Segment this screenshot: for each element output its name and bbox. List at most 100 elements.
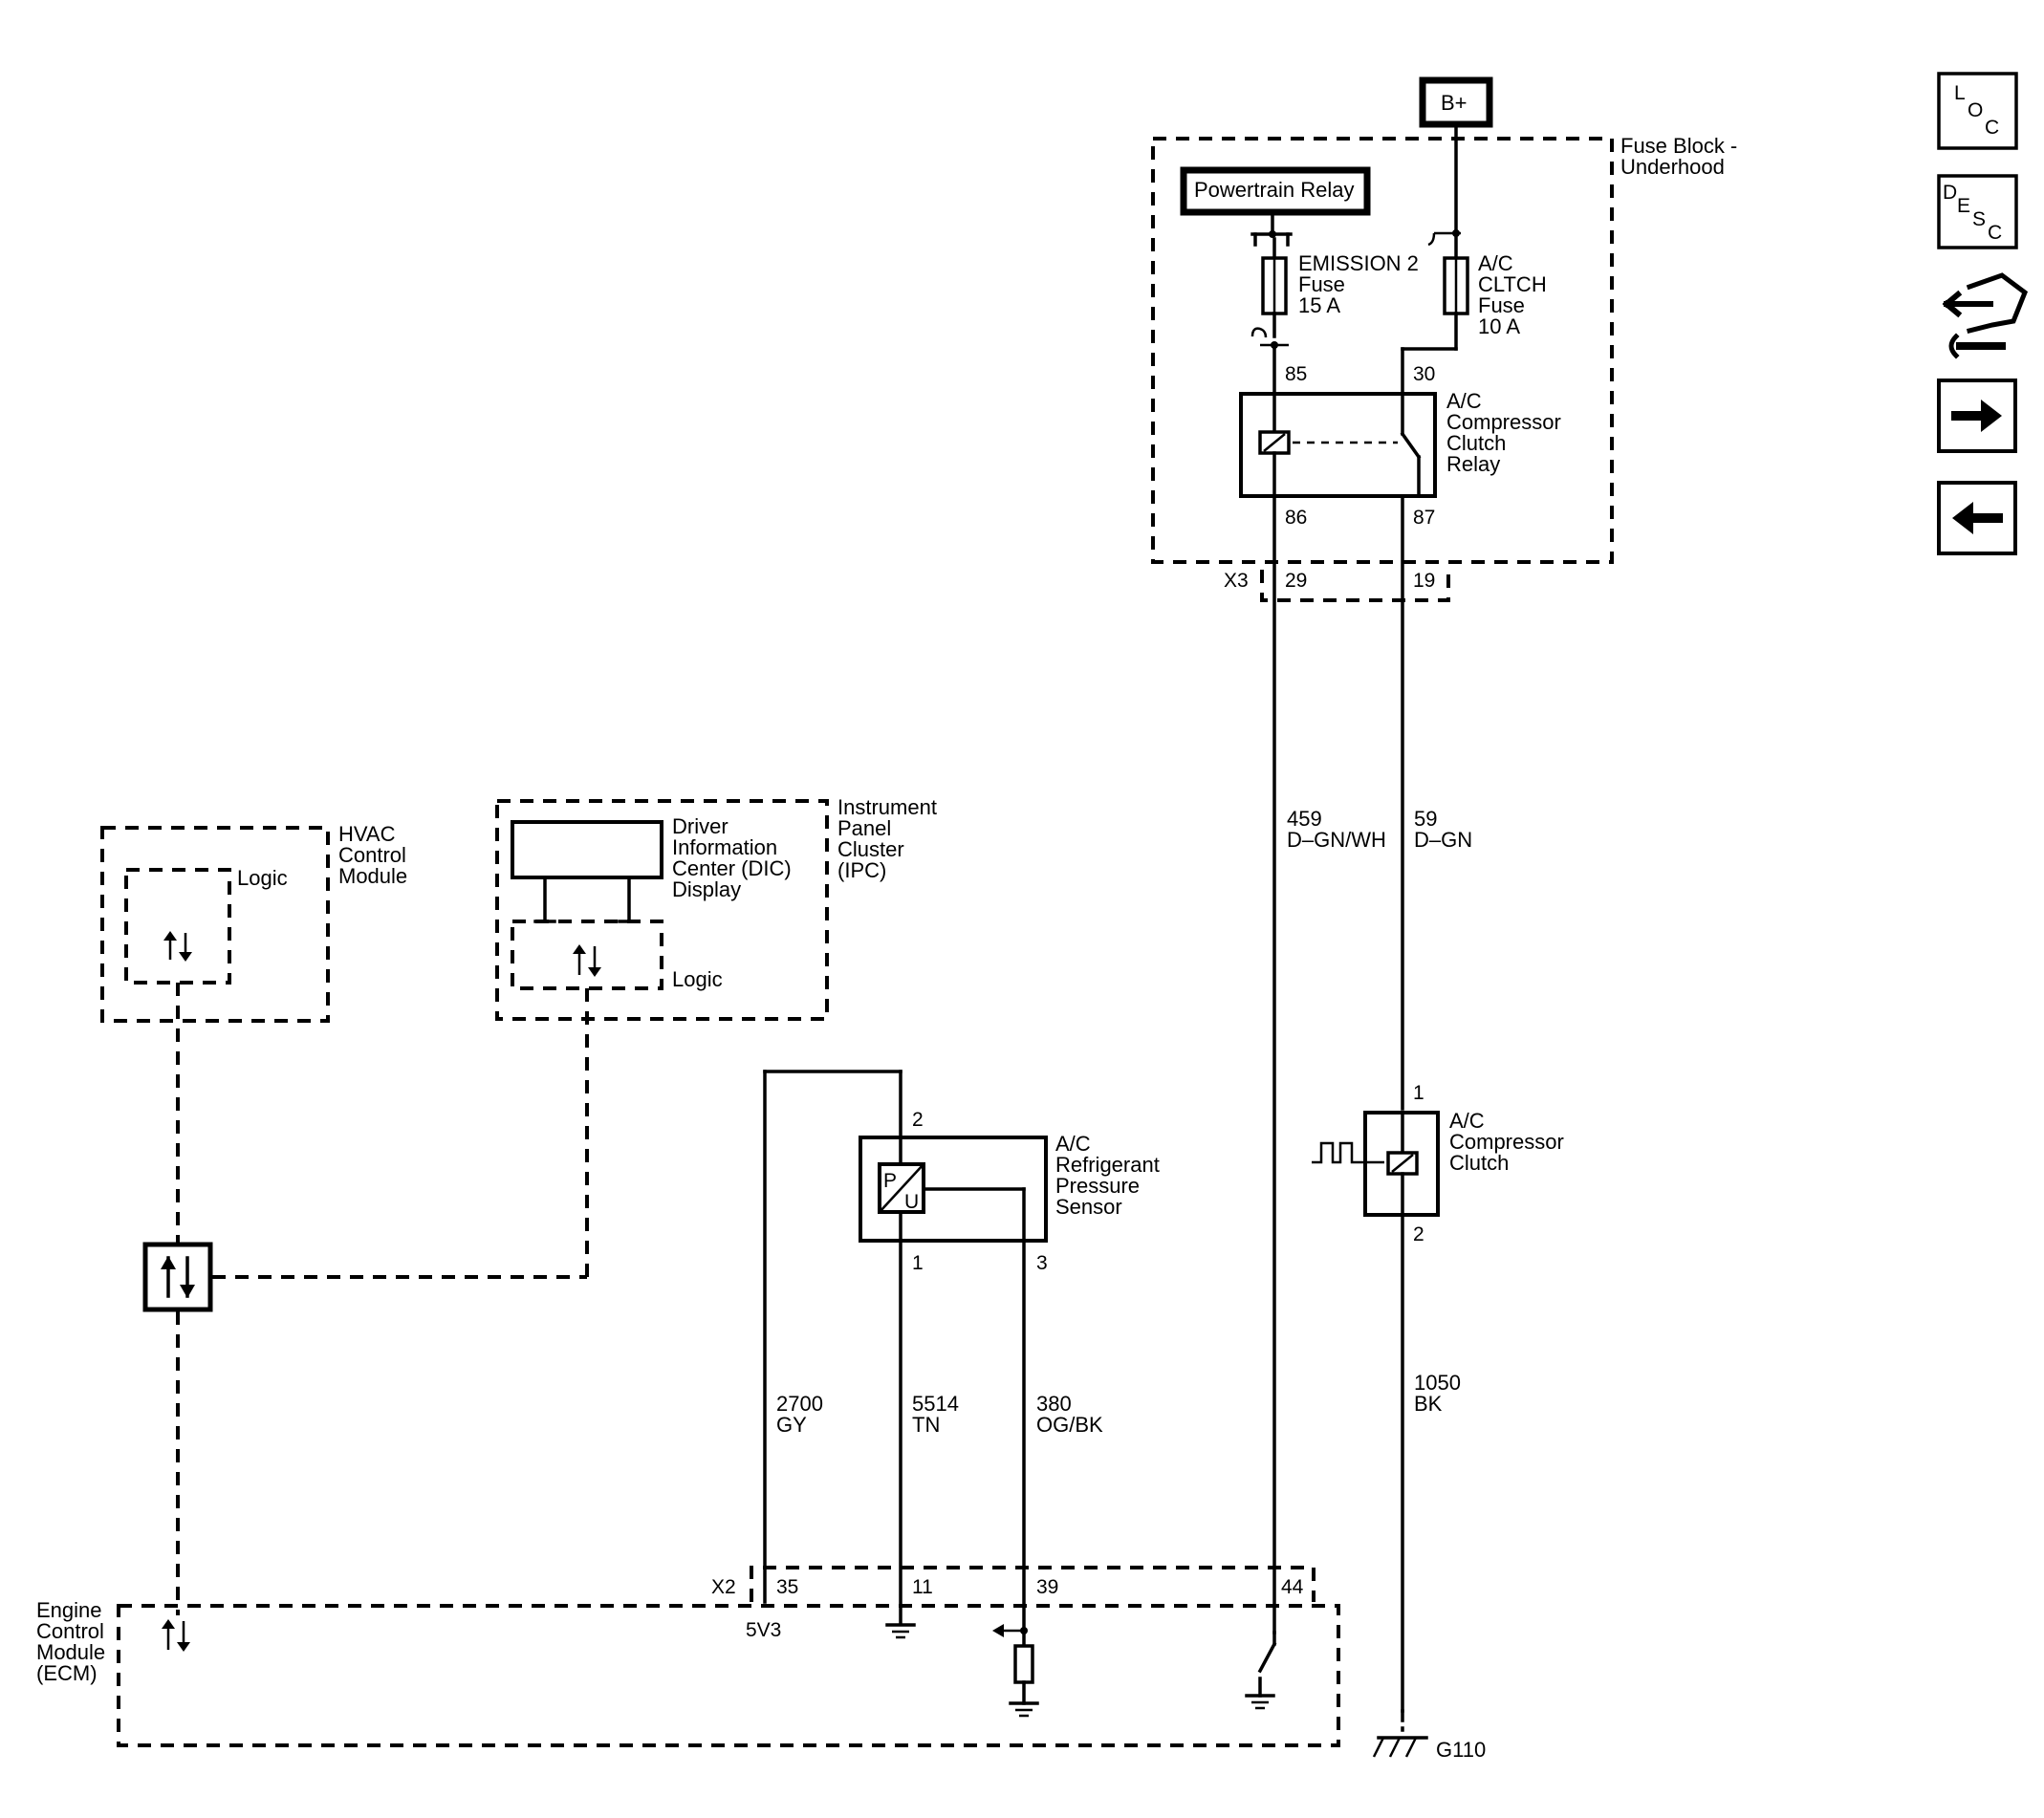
ac-compressor-clutch: 1 2 A/C Compressor Clutch [1312,1082,1564,1245]
svg-text:1: 1 [1413,1082,1424,1104]
wire-459: 459 D–GN/WH [1272,494,1386,1634]
wire-2700: 2700 GY [763,1070,823,1604]
svg-text:BK: BK [1414,1392,1443,1416]
next-page-button[interactable] [1937,379,2017,453]
svg-text:Module: Module [338,864,407,888]
loc-letter-l: L [1954,82,1966,104]
connector-end-view-icon[interactable] [1942,272,2029,359]
ecm-ground-pin-11 [885,1623,916,1639]
svg-text:35: 35 [776,1576,798,1598]
ac-compressor-clutch-relay: 85 30 86 87 A/C Compressor Clutch Relay [1239,343,1561,529]
svg-text:Center (DIC): Center (DIC) [672,856,792,880]
hvac-control-module: Logic HVAC Control Module [100,822,407,1023]
emission-2-fuse: EMISSION 2 Fuse 15 A [1250,237,1419,349]
svg-text:D–GN: D–GN [1414,828,1472,852]
svg-text:U: U [904,1191,919,1213]
wire-59: 59 D–GN [1401,494,1472,1111]
desc-letter-d: D [1943,182,1957,204]
instrument-panel-cluster: Instrument Panel Cluster (IPC) Driver In… [495,795,937,1021]
ecm-pin-44-driver [1245,1631,1277,1710]
svg-text:11: 11 [912,1576,933,1598]
fuse-block-underhood: Fuse Block - Underhood [1151,134,1737,564]
svg-text:Control: Control [36,1619,104,1643]
svg-text:5V3: 5V3 [746,1619,781,1641]
svg-text:3: 3 [1036,1252,1048,1274]
previous-arrow-icon [1952,502,2003,534]
previous-page-button[interactable] [1937,481,2017,555]
svg-text:Powertrain Relay: Powertrain Relay [1194,178,1355,202]
svg-text:A/C: A/C [1478,251,1513,275]
svg-text:Logic: Logic [237,866,288,890]
loc-letter-o: O [1968,99,1983,121]
svg-text:5514: 5514 [912,1392,959,1416]
svg-text:Engine: Engine [36,1598,102,1622]
svg-text:59: 59 [1414,807,1437,831]
ac-refrigerant-pressure-sensor: 2 P U 1 3 A/C Refrigerant Pressure Senso… [763,1070,1160,1274]
svg-text:Fuse: Fuse [1298,272,1345,296]
svg-text:GY: GY [776,1413,807,1437]
svg-text:D–GN/WH: D–GN/WH [1287,828,1386,852]
description-button[interactable]: D E S C [1937,174,2018,249]
svg-text:Refrigerant: Refrigerant [1055,1153,1160,1177]
svg-text:Information: Information [672,835,777,859]
engine-control-module: X2 35 11 39 44 5V3 Engine Control Module… [36,1566,1340,1747]
loc-letter-c: C [1985,117,1999,139]
svg-text:Pressure: Pressure [1055,1174,1140,1198]
svg-text:Instrument: Instrument [837,795,937,819]
svg-text:39: 39 [1036,1576,1058,1598]
svg-text:B+: B+ [1441,91,1468,115]
svg-text:86: 86 [1285,507,1307,529]
svg-text:P: P [883,1170,897,1192]
svg-text:Sensor: Sensor [1055,1195,1122,1219]
svg-text:Module: Module [36,1640,105,1664]
fuse-block-label-1: Fuse Block - [1620,134,1737,158]
svg-text:Fuse: Fuse [1478,293,1525,317]
svg-text:2700: 2700 [776,1392,823,1416]
svg-text:Relay: Relay [1446,452,1500,476]
location-button[interactable]: L O C [1937,72,2018,150]
svg-text:OG/BK: OG/BK [1036,1413,1103,1437]
svg-text:Display: Display [672,877,741,901]
svg-text:Driver: Driver [672,814,728,838]
desc-letter-c: C [1988,222,2002,244]
ac-clutch-fuse: A/C CLTCH Fuse 10 A [1401,229,1547,396]
x3-connector: X3 29 19 [1224,570,1450,602]
svg-text:2: 2 [912,1109,924,1131]
svg-text:X2: X2 [711,1576,736,1598]
svg-text:(ECM): (ECM) [36,1661,98,1685]
svg-text:G110: G110 [1436,1738,1486,1762]
svg-text:A/C: A/C [1055,1132,1091,1156]
svg-text:Panel: Panel [837,816,891,840]
ecm-pin-39-input [992,1624,1039,1718]
svg-text:Logic: Logic [672,967,723,991]
svg-text:87: 87 [1413,507,1435,529]
svg-text:X3: X3 [1224,570,1249,592]
fuse-block-label-2: Underhood [1620,155,1725,179]
svg-text:459: 459 [1287,807,1322,831]
svg-text:Clutch: Clutch [1449,1151,1509,1175]
serial-data-lines [142,983,589,1615]
svg-text:10 A: 10 A [1478,314,1520,338]
svg-text:29: 29 [1285,570,1307,592]
powertrain-relay-block: Powertrain Relay [1180,166,1371,247]
next-arrow-icon [1951,400,2002,432]
svg-text:1: 1 [912,1252,924,1274]
svg-text:1050: 1050 [1414,1371,1461,1395]
svg-text:A/C: A/C [1446,389,1482,413]
svg-text:2: 2 [1413,1223,1424,1245]
svg-text:Clutch: Clutch [1446,431,1506,455]
ground-g110: G110 [1372,1736,1486,1762]
desc-letter-e: E [1957,195,1970,217]
svg-text:CLTCH: CLTCH [1478,272,1547,296]
wire-1050: 1050 BK [1401,1213,1461,1732]
svg-text:Control: Control [338,843,406,867]
svg-text:(IPC): (IPC) [837,858,886,882]
svg-text:44: 44 [1281,1576,1304,1598]
svg-text:Cluster: Cluster [837,837,904,861]
wire-5514: 5514 TN [899,1239,959,1625]
battery-positive: B+ [1419,76,1493,231]
svg-text:30: 30 [1413,363,1435,385]
svg-text:380: 380 [1036,1392,1072,1416]
svg-text:A/C: A/C [1449,1109,1485,1133]
